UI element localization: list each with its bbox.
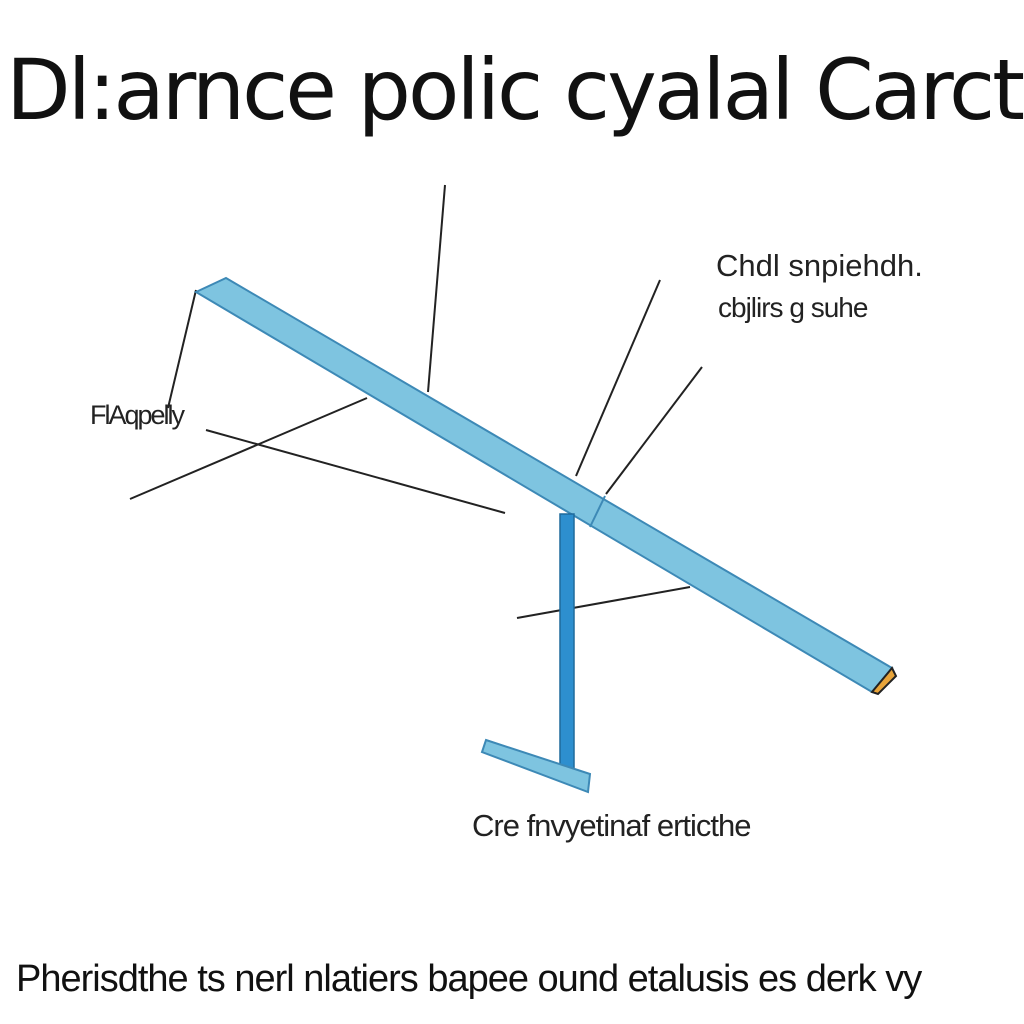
label-top-right-1: Chdl snpiehdh. bbox=[716, 248, 923, 283]
label-top-right-2: cbjlirs g suhe bbox=[718, 292, 868, 323]
inclined-bar-end-cap bbox=[870, 666, 898, 696]
support-post bbox=[559, 513, 575, 773]
footer-caption: Pherisdthe ts nerl nlatiers bapee ound e… bbox=[16, 958, 922, 1000]
leader-lines bbox=[129, 184, 703, 619]
base-plate bbox=[480, 738, 592, 794]
leader-line-right-1 bbox=[575, 279, 661, 477]
inclined-bar bbox=[193, 276, 898, 696]
support-post-shaft bbox=[559, 513, 575, 773]
inclined-bar-divider bbox=[589, 495, 606, 528]
inclined-bar-body bbox=[193, 276, 894, 694]
label-left: FlAqpelly bbox=[90, 400, 185, 430]
leader-line-left-bar-end bbox=[167, 289, 197, 409]
leader-line-right-2 bbox=[605, 366, 703, 495]
label-bottom: Cre fnvyetinaf erticthe bbox=[472, 808, 752, 843]
leader-line-vertical-top bbox=[427, 184, 446, 393]
diagram-title: Dl:arnce polic cyalal Carctr bbox=[6, 41, 1024, 139]
leader-line-lower bbox=[516, 586, 691, 619]
leader-line-left-label bbox=[205, 429, 506, 514]
leader-line-left-long bbox=[129, 397, 368, 500]
